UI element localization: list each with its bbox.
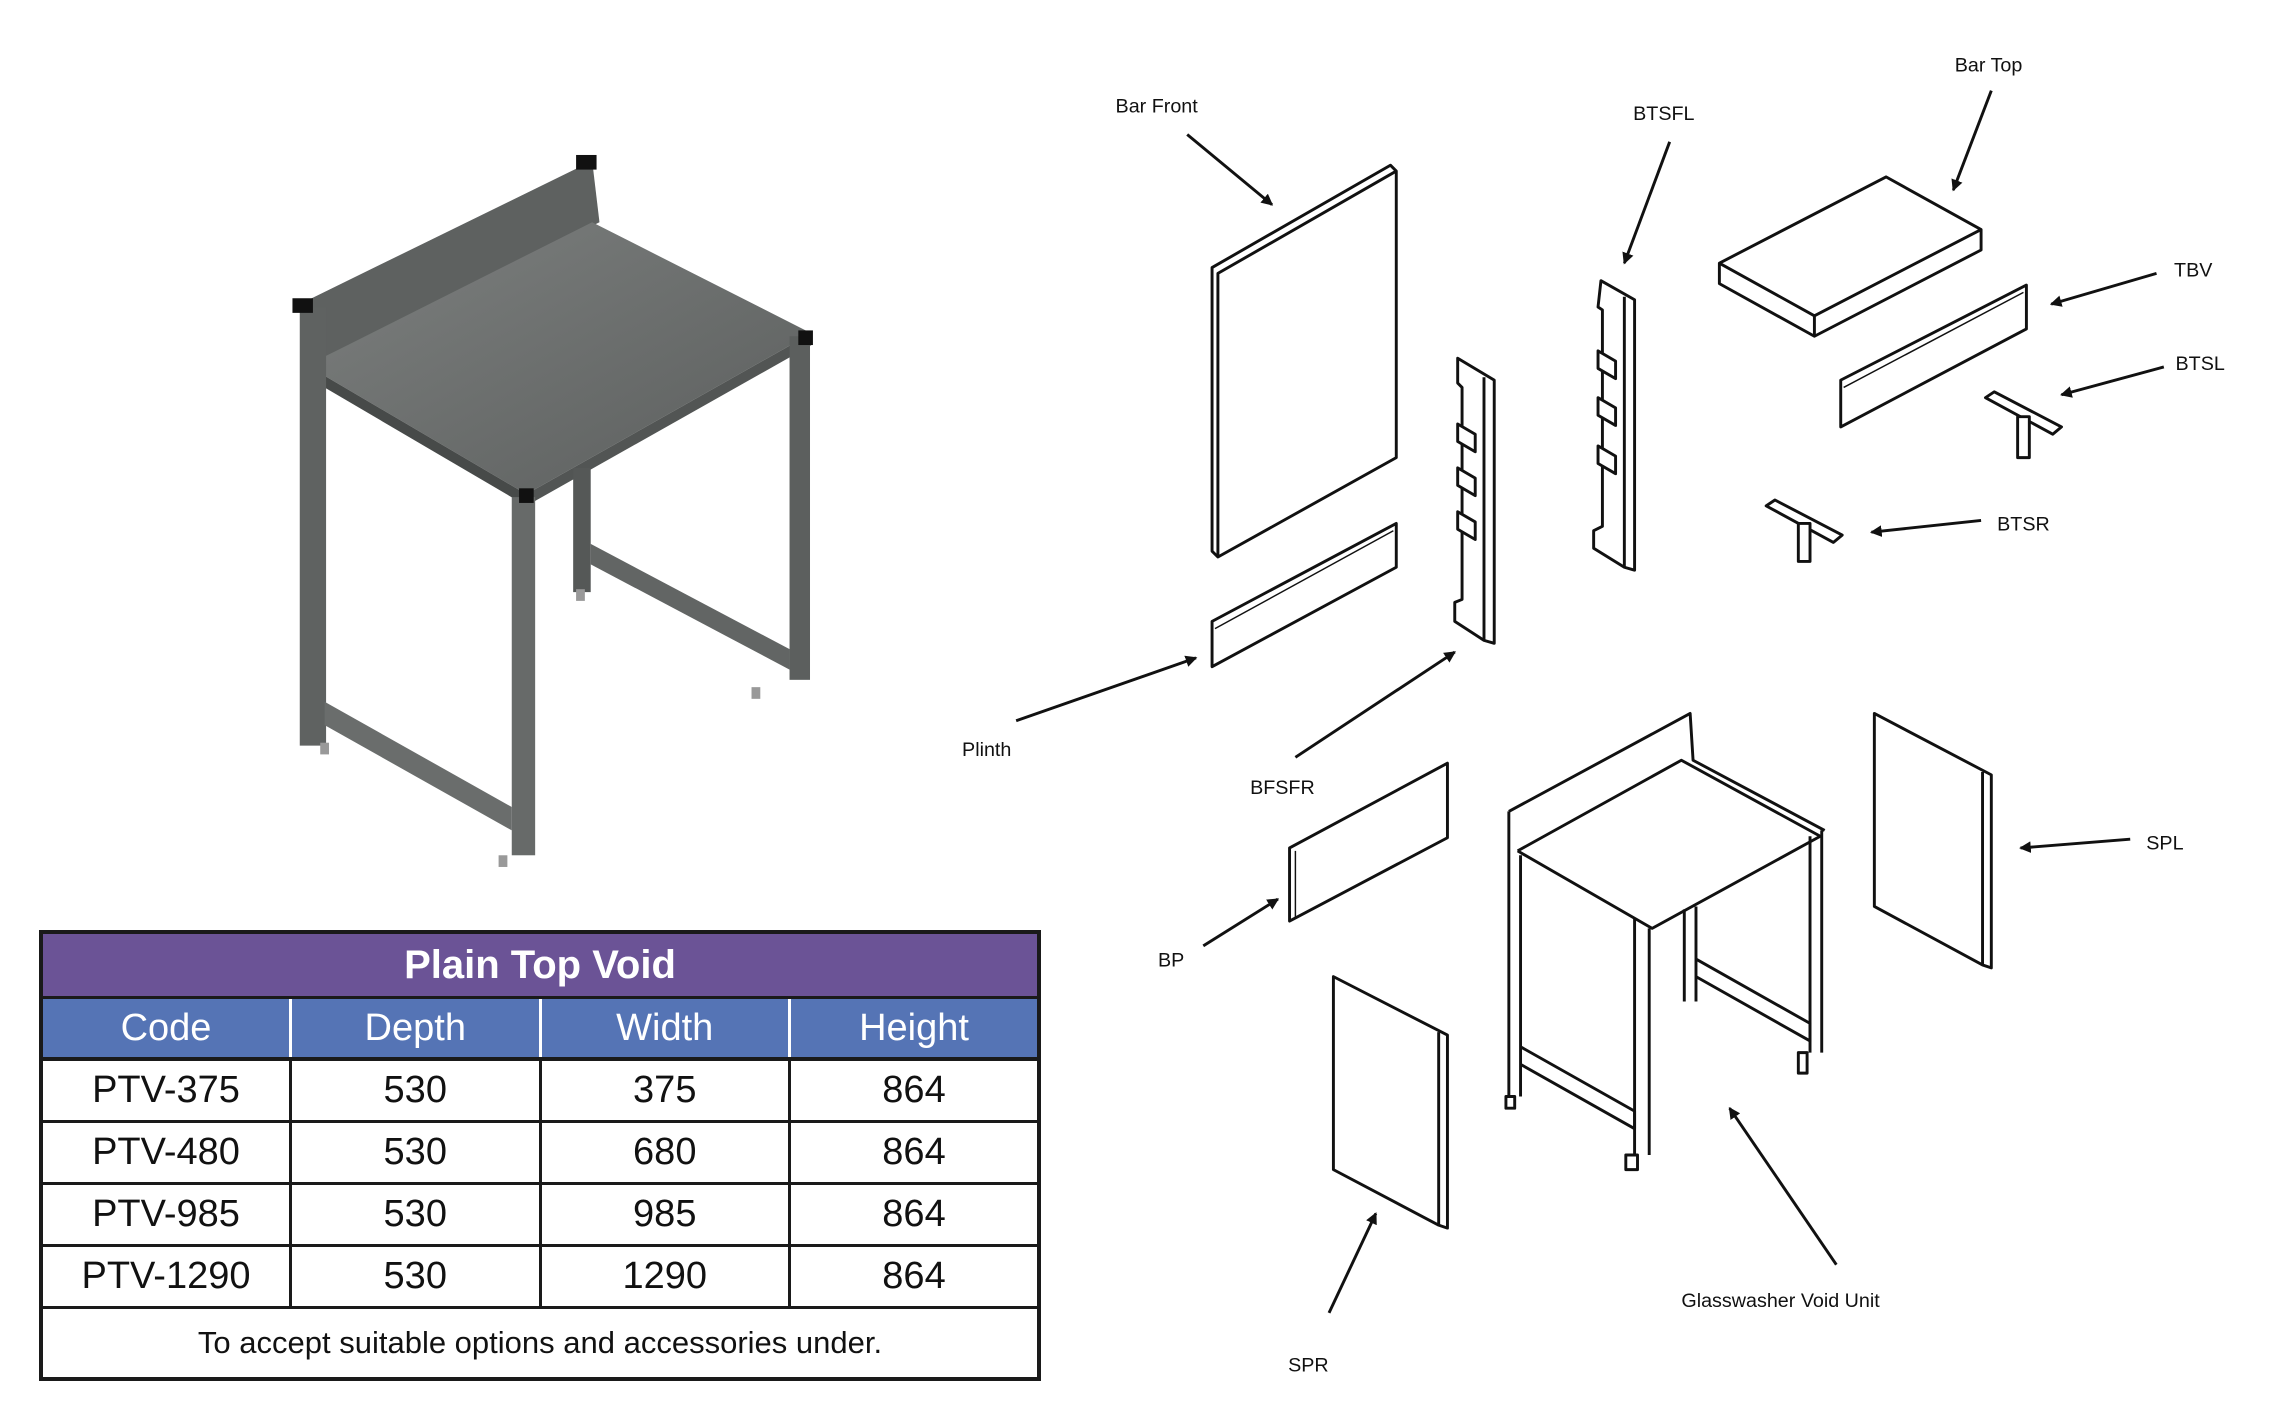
bp-part	[1288, 761, 1449, 923]
tbv-part	[1839, 283, 2028, 429]
cell-width: 375	[538, 1057, 791, 1123]
cell-code: PTV-480	[39, 1120, 292, 1185]
spl-part	[1872, 712, 1993, 970]
spr-part	[1331, 975, 1449, 1230]
callout-arrows	[1015, 90, 2165, 1314]
unit-render	[292, 154, 813, 867]
plinth-part	[1210, 521, 1398, 669]
label-btsfl: BTSFL	[1633, 103, 1694, 125]
spec-table: Plain Top Void Code Depth Width Height P…	[39, 930, 1041, 1381]
cell-width: 680	[538, 1120, 791, 1185]
bar-front-part	[1210, 163, 1398, 559]
label-spl: SPL	[2146, 832, 2183, 854]
label-tbv: TBV	[2174, 259, 2213, 281]
cell-depth: 530	[289, 1120, 542, 1185]
label-bfsfr: BFSFR	[1250, 777, 1315, 799]
label-spr: SPR	[1288, 1354, 1329, 1376]
cell-code: PTV-1290	[39, 1244, 292, 1309]
btsl-part	[1984, 390, 2063, 460]
col-width: Width	[538, 996, 791, 1061]
col-code: Code	[39, 996, 292, 1061]
btsr-part	[1764, 498, 1844, 563]
cell-width: 985	[538, 1182, 791, 1247]
bar-top-part	[1717, 175, 1983, 338]
glasswasher-unit-part	[1504, 712, 1826, 1172]
table-title: Plain Top Void	[39, 930, 1041, 999]
col-height: Height	[788, 996, 1041, 1061]
cell-height: 864	[788, 1244, 1041, 1309]
exploded-parts	[1210, 163, 2063, 1230]
cell-height: 864	[788, 1182, 1041, 1247]
label-bp: BP	[1158, 949, 1184, 971]
cell-height: 864	[788, 1057, 1041, 1123]
cell-depth: 530	[289, 1182, 542, 1247]
table-footer-note: To accept suitable options and accessori…	[39, 1306, 1041, 1381]
bfsfr-part	[1453, 356, 1496, 645]
label-bar-front: Bar Front	[1116, 96, 1199, 118]
label-glasswasher-void-unit: Glasswasher Void Unit	[1681, 1290, 1880, 1312]
cell-depth: 530	[289, 1057, 542, 1123]
label-plinth: Plinth	[962, 739, 1011, 761]
cell-depth: 530	[289, 1244, 542, 1309]
cell-height: 864	[788, 1120, 1041, 1185]
table-header-row: Code Depth Width Height	[39, 996, 1041, 1061]
cell-width: 1290	[538, 1244, 791, 1309]
btsfl-part	[1592, 279, 1637, 572]
cell-code: PTV-375	[39, 1057, 292, 1123]
label-btsl: BTSL	[2176, 353, 2225, 375]
label-bar-top: Bar Top	[1955, 55, 2023, 77]
cell-code: PTV-985	[39, 1182, 292, 1247]
label-btsr: BTSR	[1997, 514, 2050, 536]
col-depth: Depth	[289, 996, 542, 1061]
